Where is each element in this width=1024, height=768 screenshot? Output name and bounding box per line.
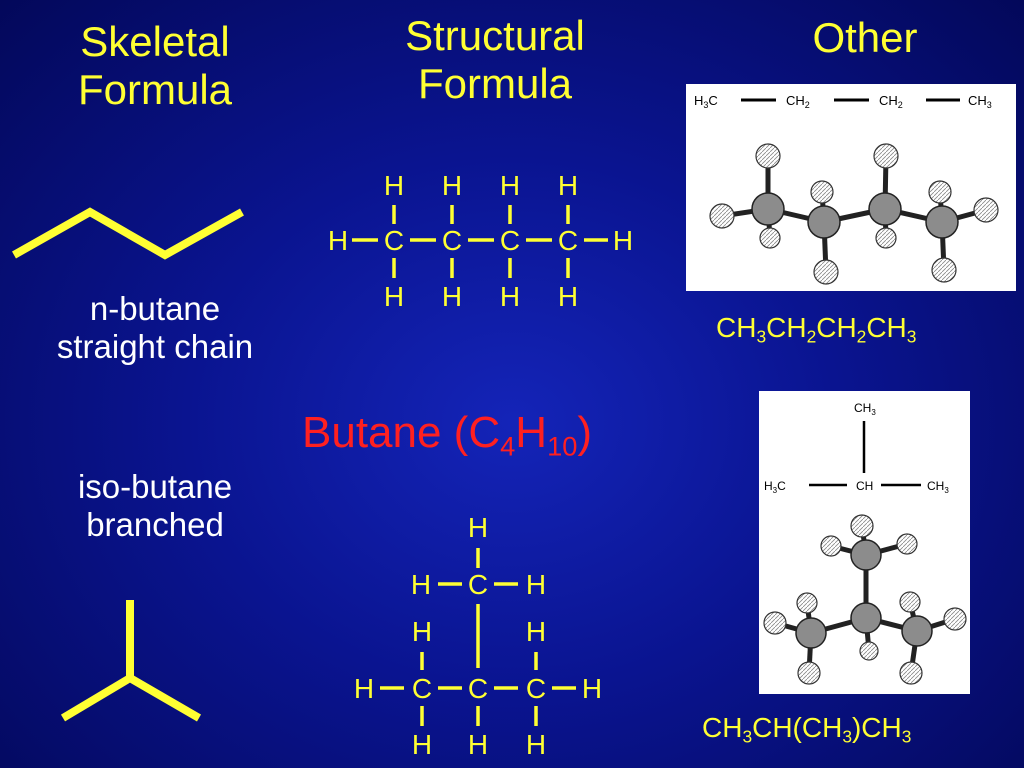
hydrogen-atom-icon: [797, 661, 821, 685]
atom-c: C: [467, 673, 489, 704]
carbon-atom-icon: [850, 539, 882, 571]
atom-h: H: [441, 170, 463, 201]
atom-c: C: [557, 225, 579, 256]
iso-butane-skeletal: [60, 600, 202, 722]
hydrogen-atom-icon: [709, 203, 735, 229]
n-butane-model: H3C CH2 CH2 CH3: [694, 93, 999, 285]
hydrogen-atom-icon: [875, 227, 897, 249]
carbon-atom-icon: [925, 205, 959, 239]
atom-h: H: [499, 281, 521, 312]
hydrogen-atom-icon: [813, 259, 839, 285]
atom-c: C: [467, 569, 489, 600]
hydrogen-atom-icon: [896, 533, 918, 555]
atom-h: H: [525, 729, 547, 760]
atom-h: H: [353, 673, 375, 704]
iso-butane-bonds: [380, 548, 576, 726]
iso-butane-condensed-formula: CH3CH(CH3)CH3: [702, 712, 912, 747]
skeletal-header-line2: Formula: [77, 66, 233, 114]
carbon-atom-icon: [901, 615, 933, 647]
hydrogen-atom-icon: [859, 641, 879, 661]
title-end: ): [577, 408, 593, 457]
n-butane-model-panel: H3C CH2 CH2 CH3: [686, 84, 1016, 291]
structural-header: Structural Formula: [375, 12, 615, 109]
hydrogen-atom-icon: [873, 143, 899, 169]
hydrogen-atom-icon: [796, 592, 818, 614]
hydrogen-atom-icon: [810, 180, 834, 204]
n-butane-type: straight chain: [56, 327, 254, 365]
n-butane-condensed-formula: CH3CH2CH2CH3: [716, 312, 917, 347]
atom-h: H: [327, 225, 349, 256]
other-header: Other: [812, 14, 918, 61]
iso-butane-label: iso-butane branched: [10, 468, 300, 544]
n-butane-label: n-butane straight chain: [10, 290, 300, 366]
hydrogen-atom-icon: [931, 257, 957, 283]
atom-h: H: [467, 512, 489, 543]
model-label-ch3: CH3: [968, 93, 992, 110]
atom-c: C: [441, 225, 463, 256]
atom-h: H: [499, 170, 521, 201]
atom-h: H: [467, 729, 489, 760]
hydrogen-atom-icon: [928, 180, 952, 204]
hydrogen-atom-icon: [850, 514, 874, 538]
n-butane-bonds: [352, 205, 608, 278]
structural-header-line1: Structural: [405, 12, 585, 59]
iso-butane-model-panel: CH3 H3C CH CH3: [759, 391, 970, 694]
hydrogen-atom-icon: [763, 611, 787, 635]
model-label-ch2: CH2: [879, 93, 903, 110]
atom-c: C: [411, 673, 433, 704]
atom-c: C: [383, 225, 405, 256]
n-butane-skeletal: [12, 207, 244, 260]
model-label-ch3: CH3: [927, 479, 949, 495]
hydrogen-atom-icon: [820, 535, 842, 557]
model-label-ch3: CH3: [854, 401, 876, 417]
atom-h: H: [557, 170, 579, 201]
atom-h: H: [581, 673, 603, 704]
atom-h: H: [525, 569, 547, 600]
hydrogen-atom-icon: [899, 661, 923, 685]
model-label-h3c: H3C: [694, 93, 718, 110]
hydrogen-atom-icon: [759, 227, 781, 249]
title-name: Butane (C: [302, 408, 501, 457]
atom-h: H: [411, 616, 433, 647]
carbon-atom-icon: [795, 617, 827, 649]
atom-c: C: [525, 673, 547, 704]
atom-h: H: [410, 569, 432, 600]
carbon-atom-icon: [807, 205, 841, 239]
iso-butane-type: branched: [86, 505, 224, 543]
carbon-atom-icon: [850, 602, 882, 634]
atom-h: H: [525, 616, 547, 647]
model-label-ch2: CH2: [786, 93, 810, 110]
structural-header-line2: Formula: [417, 60, 573, 108]
iso-butane-model: CH3 H3C CH CH3: [763, 401, 967, 685]
title-sub2: 10: [547, 430, 578, 462]
iso-butane-name: iso-butane: [77, 468, 233, 505]
carbon-atom-icon: [751, 192, 785, 226]
atom-c: C: [499, 225, 521, 256]
title-sub1: 4: [500, 430, 516, 462]
n-butane-name: n-butane: [89, 290, 221, 327]
atom-h: H: [383, 170, 405, 201]
title-mid: H: [515, 408, 548, 457]
hydrogen-atom-icon: [755, 143, 781, 169]
hydrogen-atom-icon: [973, 197, 999, 223]
model-label-h3c: H3C: [764, 479, 786, 495]
page-title: Butane (C4H10): [302, 408, 593, 460]
hydrogen-atom-icon: [899, 591, 921, 613]
atom-h: H: [383, 281, 405, 312]
model-label-ch: CH: [856, 479, 873, 493]
atom-h: H: [411, 729, 433, 760]
atom-h: H: [557, 281, 579, 312]
skeletal-header-line1: Skeletal: [80, 18, 230, 65]
carbon-atom-icon: [868, 192, 902, 226]
hydrogen-atom-icon: [943, 607, 967, 631]
atom-h: H: [441, 281, 463, 312]
skeletal-header: Skeletal Formula: [55, 18, 255, 115]
atom-h: H: [612, 225, 634, 256]
